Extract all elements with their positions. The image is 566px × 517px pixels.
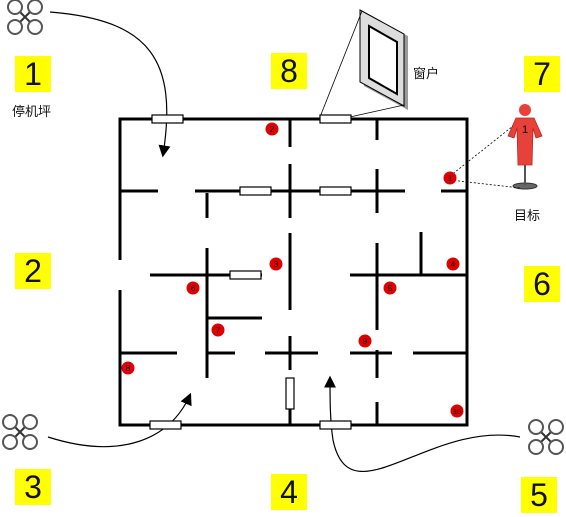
room-marker-1: 1 (443, 171, 457, 185)
flight-path-1 (49, 11, 171, 158)
room-marker-6: 6 (186, 281, 200, 295)
zone-label-7: 7 (524, 56, 560, 92)
target-label: 目标 (514, 209, 541, 224)
svg-text:3: 3 (274, 260, 279, 269)
window-openings (149, 114, 352, 430)
target-dummy-icon (449, 104, 543, 190)
window-icon (319, 9, 408, 118)
zone-label-5: 5 (521, 477, 557, 513)
window-opening (151, 114, 184, 124)
svg-text:9: 9 (363, 337, 368, 346)
window-opening (229, 270, 262, 280)
room-marker-4: 4 (446, 257, 460, 271)
room-marker-3: 3 (269, 257, 283, 271)
svg-text:4: 4 (451, 260, 456, 269)
svg-text:1: 1 (448, 174, 453, 183)
flight-path-5 (324, 375, 521, 472)
zone-label-6: 6 (524, 266, 560, 302)
drone-icon-3 (2, 414, 38, 450)
window-opening (285, 377, 295, 410)
room-marker-5: 5 (383, 281, 397, 295)
zone-label-4: 4 (271, 474, 307, 510)
target-marker-label: 1 (522, 124, 528, 136)
svg-text:6: 6 (191, 284, 196, 293)
zone-label-2: 2 (15, 253, 51, 289)
room-marker-9: 9 (358, 334, 372, 348)
room-marker-8: 8 (121, 361, 135, 375)
window-opening (319, 420, 352, 430)
svg-text:10: 10 (453, 409, 461, 416)
svg-text:8: 8 (126, 364, 131, 373)
room-marker-2: 2 (265, 122, 279, 136)
drone-icon-5 (528, 419, 564, 455)
zone-label-3: 3 (15, 469, 51, 505)
drone-icon-1 (7, 0, 43, 35)
svg-text:7: 7 (216, 326, 221, 335)
svg-text:2: 2 (270, 125, 275, 134)
room-marker-10: 10 (450, 404, 464, 418)
zone-label-1: 1 (15, 56, 51, 92)
window-opening (319, 186, 352, 196)
interior-walls (118, 120, 466, 424)
helipad-label: 停机坪 (12, 105, 52, 120)
window-opening (149, 420, 182, 430)
window-opening (319, 114, 352, 124)
flight-path-3 (47, 392, 192, 448)
svg-text:5: 5 (388, 284, 393, 293)
window-opening (239, 186, 272, 196)
zone-label-8: 8 (271, 53, 307, 89)
window-label: 窗户 (413, 67, 440, 82)
room-marker-7: 7 (211, 323, 225, 337)
room-markers: 2 1 3 4 5 6 7 8 9 10 (121, 122, 464, 418)
